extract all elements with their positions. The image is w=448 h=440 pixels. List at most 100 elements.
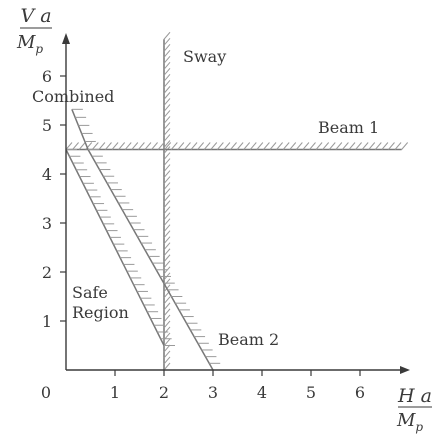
series-sway-hatch <box>163 212 171 220</box>
series-beam-1-hatch <box>355 142 362 150</box>
series-layer <box>65 31 409 371</box>
series-sway-hatch <box>163 206 171 214</box>
series-sway-hatch <box>163 176 171 184</box>
series-beam-2-line <box>87 149 224 371</box>
series-beam-1-hatch <box>388 142 395 150</box>
series-sway-line <box>163 31 171 371</box>
series-sway-hatch <box>163 49 171 58</box>
x-axis-label-denominator: Mp <box>396 410 423 434</box>
series-sway-hatch <box>163 164 171 172</box>
y-tick-label: 2 <box>42 263 52 282</box>
series-beam-1-hatch <box>230 142 237 150</box>
series-beam-1-hatch <box>118 142 126 150</box>
series-beam-1-hatch <box>381 142 389 150</box>
series-sway-hatch <box>163 43 171 52</box>
series-beam-1-hatch <box>328 142 336 150</box>
x-tick-label: 3 <box>208 383 218 402</box>
series-beam-1-hatch <box>322 142 330 150</box>
series-beam-1-hatch <box>374 142 382 150</box>
series-beam-1-hatch <box>98 142 106 150</box>
series-beam-1-hatch <box>295 142 303 150</box>
series-sway-hatch <box>163 362 171 371</box>
series-beam-1-hatch <box>203 142 211 150</box>
series-sway-hatch <box>163 302 171 311</box>
series-label-beam-1: Beam 1 <box>318 118 379 137</box>
series-beam-1-hatch <box>361 142 369 150</box>
series-beam-1-hatch <box>184 142 191 150</box>
x-tick-label: 6 <box>355 383 365 402</box>
series-beam-1-hatch <box>157 142 165 150</box>
series-sway-hatch <box>163 55 171 64</box>
origin-label: 0 <box>41 383 51 402</box>
series-beam-1-hatch <box>111 142 119 150</box>
series-sway-hatch <box>163 31 171 40</box>
series-sway-hatch <box>163 326 171 335</box>
series-sway-hatch <box>163 37 171 46</box>
series-beam-1-hatch <box>223 142 231 150</box>
series-beam-1-hatch <box>342 142 349 150</box>
series-beam-1-hatch <box>144 142 152 150</box>
series-sway-hatch <box>163 248 171 257</box>
series-beam-1-hatch <box>177 142 185 150</box>
series-beam-1-hatch <box>263 142 270 150</box>
series-beam-1-hatch <box>216 142 224 150</box>
series-label-sway: Sway <box>183 47 226 66</box>
series-beam-1-hatch <box>309 142 316 150</box>
series-beam-1-hatch <box>249 142 257 150</box>
series-sway-hatch <box>163 266 171 275</box>
series-sway-hatch <box>163 128 171 136</box>
series-sway-hatch <box>163 122 171 130</box>
series-beam-1-hatch <box>302 142 310 150</box>
series-beam-1-hatch <box>124 142 132 150</box>
series-combined-extension <box>71 108 100 150</box>
x-tick-label: 5 <box>306 383 316 402</box>
y-tick-label: 1 <box>42 312 52 331</box>
series-beam-1-hatch <box>72 142 79 150</box>
series-beam-1-hatch <box>151 142 158 150</box>
series-beam-1-hatch <box>289 142 297 150</box>
series-beam-1-hatch <box>85 142 93 150</box>
x-tick-label: 2 <box>159 383 169 402</box>
series-sway-hatch <box>163 236 171 245</box>
y-axis-arrow <box>62 33 70 44</box>
series-sway-hatch <box>163 134 171 142</box>
series-label-combined: Combined <box>32 87 114 106</box>
series-beam-2-boundary <box>87 149 214 371</box>
series-sway-hatch <box>163 230 171 239</box>
series-sway-hatch <box>163 296 171 305</box>
series-sway-hatch <box>163 338 171 347</box>
annotation-region: Region <box>72 303 129 322</box>
series-sway-hatch <box>163 152 171 160</box>
x-axis-label: H a Mp <box>396 385 432 434</box>
series-beam-1-hatch <box>236 142 244 150</box>
series-sway-hatch <box>163 68 171 76</box>
series-sway-hatch <box>163 320 171 329</box>
series-beam-1-hatch <box>348 142 356 150</box>
series-beam-1-hatch <box>170 142 178 150</box>
x-tick-label: 1 <box>110 383 120 402</box>
x-tick-label: 4 <box>257 383 267 402</box>
series-beam-1-hatch <box>138 142 145 150</box>
x-axis-arrow <box>400 366 410 374</box>
series-beam-1-hatch <box>394 142 402 150</box>
series-sway-hatch <box>163 104 171 112</box>
series-sway-hatch <box>163 188 171 196</box>
series-sway-hatch <box>163 260 171 269</box>
series-sway-hatch <box>163 140 171 148</box>
series-sway-hatch <box>163 182 171 190</box>
series-beam-1-hatch <box>368 142 376 150</box>
series-beam-1-hatch <box>282 142 290 150</box>
y-axis-label-denominator: Mp <box>16 32 43 56</box>
series-beam-1-line <box>65 142 409 151</box>
series-beam-1-hatch <box>131 142 139 150</box>
series-beam-1-hatch <box>256 142 264 150</box>
series-sway-hatch <box>163 80 171 88</box>
series-beam-1-hatch <box>276 142 283 150</box>
y-tick-label: 4 <box>42 165 52 184</box>
series-sway-hatch <box>163 158 171 166</box>
series-sway-hatch <box>163 86 171 94</box>
series-sway-hatch <box>163 344 171 353</box>
